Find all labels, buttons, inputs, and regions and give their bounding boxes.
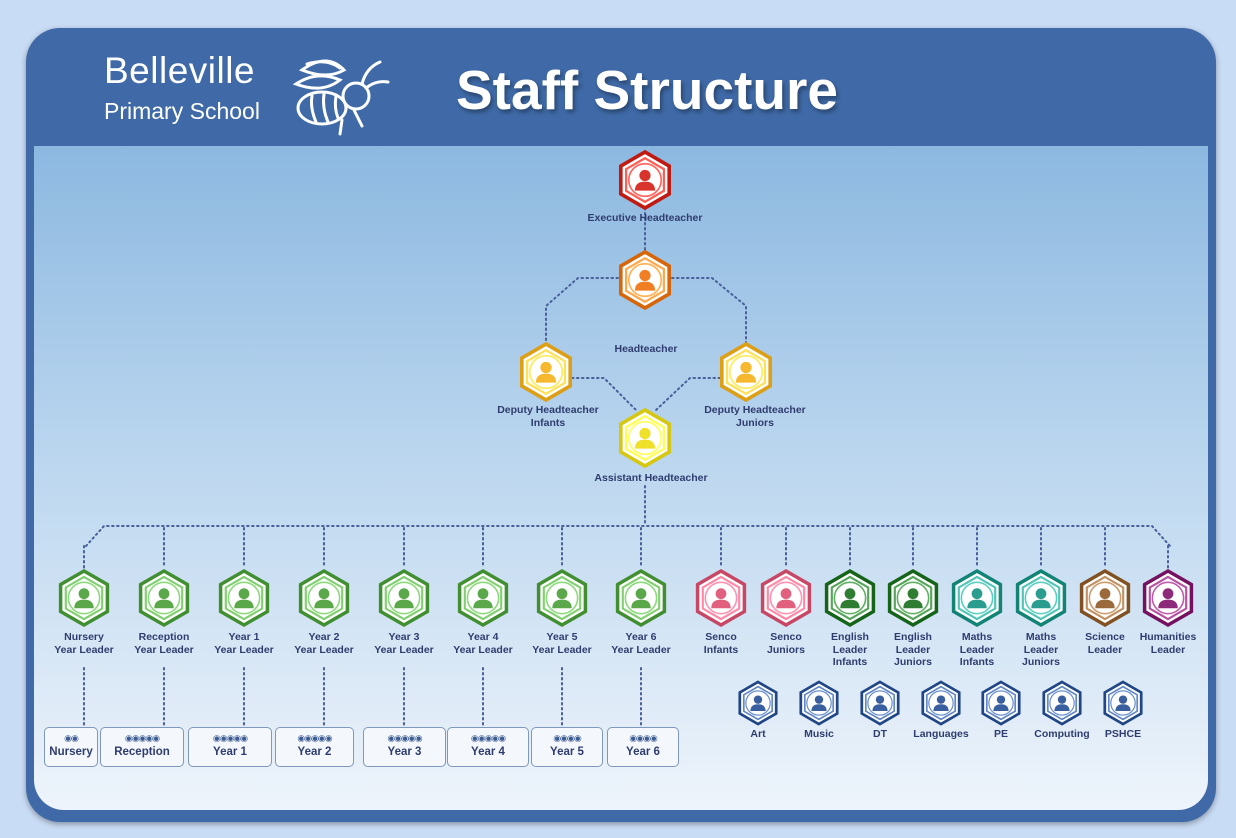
leader-label-13: Maths Leader Juniors <box>1022 631 1060 668</box>
leader-icon-4 <box>378 568 430 628</box>
subject-icon-art <box>738 680 778 726</box>
subject-label-languages: Languages <box>913 728 969 740</box>
class-name: Year 6 <box>626 746 660 758</box>
class-box: ◉◉◉◉◉ Year 2 <box>275 727 354 767</box>
headteacher-label: Headteacher <box>614 343 678 355</box>
leader-icon-0 <box>58 568 110 628</box>
leader-icon-9 <box>760 568 812 628</box>
subject-label-computing: Computing <box>1034 728 1090 740</box>
leader-icon-12 <box>951 568 1003 628</box>
class-name: Year 1 <box>213 746 247 758</box>
class-box: ◉◉◉◉ Year 6 <box>607 727 679 767</box>
leader-label-14: Science Leader <box>1085 631 1125 656</box>
deputy-juniors-label: Deputy Headteacher Juniors <box>704 404 806 429</box>
bee-logo-icon <box>292 59 390 136</box>
class-name: Reception <box>114 746 170 758</box>
pupil-icons: ◉◉◉◉◉ <box>387 733 422 743</box>
leader-icon-10 <box>824 568 876 628</box>
subject-icon-languages <box>921 680 961 726</box>
leader-label-2: Year 1 Year Leader <box>214 631 274 656</box>
headteacher-icon <box>618 249 672 311</box>
class-name: Year 4 <box>471 746 505 758</box>
page-title: Staff Structure <box>456 59 838 121</box>
pupil-icons: ◉◉◉◉◉ <box>297 733 332 743</box>
subject-icon-music <box>799 680 839 726</box>
subject-icon-dt <box>860 680 900 726</box>
leader-icon-1 <box>138 568 190 628</box>
class-box: ◉◉ Nursery <box>44 727 98 767</box>
school-subtitle: Primary School <box>104 98 260 124</box>
class-box: ◉◉◉◉◉ Reception <box>100 727 184 767</box>
leader-label-10: English Leader Infants <box>831 631 869 668</box>
leader-label-11: English Leader Juniors <box>894 631 932 668</box>
leader-icon-8 <box>695 568 747 628</box>
subject-label-pshce: PSHCE <box>1104 728 1142 740</box>
class-box: ◉◉◉◉◉ Year 1 <box>188 727 272 767</box>
leader-icon-6 <box>536 568 588 628</box>
subject-label-art: Art <box>750 728 766 740</box>
leader-icon-11 <box>887 568 939 628</box>
pupil-icons: ◉◉◉◉◉ <box>124 733 160 743</box>
executive-headteacher-label: Executive Headteacher <box>587 212 703 224</box>
class-box: ◉◉◉◉◉ Year 3 <box>363 727 446 767</box>
class-box: ◉◉◉◉ Year 5 <box>531 727 603 767</box>
leader-icon-2 <box>218 568 270 628</box>
leader-icon-5 <box>457 568 509 628</box>
leader-icon-7 <box>615 568 667 628</box>
deputy-infants-label: Deputy Headteacher Infants <box>497 404 599 429</box>
pupil-icons: ◉◉◉◉ <box>553 733 581 743</box>
leader-label-15: Humanities Leader <box>1139 631 1197 656</box>
leader-label-3: Year 2 Year Leader <box>294 631 354 656</box>
subject-icon-pe <box>981 680 1021 726</box>
leader-label-6: Year 5 Year Leader <box>532 631 592 656</box>
class-name: Year 2 <box>297 746 332 758</box>
subject-icon-computing <box>1042 680 1082 726</box>
leader-label-7: Year 6 Year Leader <box>611 631 671 656</box>
leader-icon-3 <box>298 568 350 628</box>
leader-label-0: Nursery Year Leader <box>54 631 114 656</box>
leader-label-5: Year 4 Year Leader <box>453 631 513 656</box>
deputy-juniors-icon <box>719 341 773 403</box>
class-name: Year 5 <box>550 746 584 758</box>
subject-icon-pshce <box>1103 680 1143 726</box>
leader-icon-13 <box>1015 568 1067 628</box>
assistant-headteacher-icon <box>618 407 672 469</box>
leader-label-12: Maths Leader Infants <box>959 631 995 668</box>
subject-label-music: Music <box>804 728 834 740</box>
pupil-icons: ◉◉◉◉◉ <box>470 733 506 743</box>
class-name: Nursery <box>49 746 93 758</box>
school-name: Belleville <box>104 50 256 91</box>
executive-headteacher-icon <box>618 149 672 211</box>
class-name: Year 3 <box>387 746 422 758</box>
pupil-icons: ◉◉◉◉ <box>629 733 657 743</box>
leader-label-9: Senco Juniors <box>767 631 805 656</box>
leader-label-1: Reception Year Leader <box>134 631 194 656</box>
subject-label-dt: DT <box>873 728 887 740</box>
leader-label-4: Year 3 Year Leader <box>374 631 434 656</box>
pupil-icons: ◉◉ <box>64 733 79 743</box>
leader-icon-15 <box>1142 568 1194 628</box>
pupil-icons: ◉◉◉◉◉ <box>212 733 248 743</box>
leader-label-8: Senco Infants <box>703 631 739 656</box>
class-box: ◉◉◉◉◉ Year 4 <box>447 727 529 767</box>
deputy-infants-icon <box>519 341 573 403</box>
leader-icon-14 <box>1079 568 1131 628</box>
assistant-headteacher-label: Assistant Headteacher <box>594 472 708 484</box>
subject-label-pe: PE <box>993 728 1008 740</box>
